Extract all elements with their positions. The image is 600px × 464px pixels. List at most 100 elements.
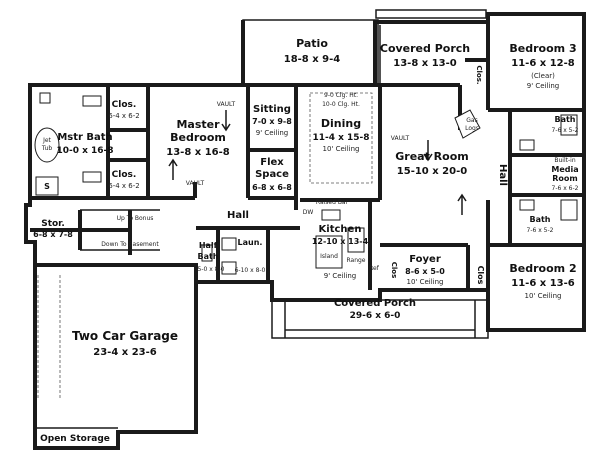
dining-note: 10' Ceiling <box>323 145 360 153</box>
garage-size: 23-4 x 23-6 <box>93 347 157 358</box>
front-porch-name: Covered Porch <box>334 298 416 309</box>
garage-name: Two Car Garage <box>72 329 178 343</box>
jet-tub-name2: Tub <box>41 145 53 152</box>
fireplace-icon <box>454 109 481 139</box>
front-porch <box>271 9 489 339</box>
clos-m1-size: 6-4 x 6-2 <box>108 112 139 120</box>
rear-porch-size: 13-8 x 13-0 <box>393 58 457 69</box>
range-icon <box>347 227 365 253</box>
kitchen-name: Kitchen <box>319 224 362 235</box>
master-size: 13-8 x 16-8 <box>166 147 230 158</box>
foyer-name: Foyer <box>409 254 441 265</box>
master-vault: VAULT <box>217 101 236 108</box>
toilet-icon <box>201 244 213 262</box>
dining-clg2: 10-0 Clg. Ht. <box>322 101 360 108</box>
ref-label: Ref <box>369 265 380 272</box>
foyer-size: 8-6 x 5-0 <box>405 267 445 276</box>
jet-tub-icon <box>34 127 60 163</box>
toilet-icon <box>39 92 51 104</box>
foyer-note: 10' Ceiling <box>407 278 444 286</box>
rear-porch-name: Covered Porch <box>380 42 470 55</box>
sitting-note: 9' Ceiling <box>256 129 289 137</box>
raised-bar-label: Raised Bar <box>316 199 349 206</box>
media-size: 7-6 x 6-2 <box>552 185 579 192</box>
clos-m1-name: Clos. <box>112 100 137 110</box>
sink-icon <box>560 114 578 136</box>
clos-m2-name: Clos. <box>112 170 137 180</box>
gas-logs-name: Gas <box>466 117 477 124</box>
front-porch-size: 29-6 x 6-0 <box>350 311 401 321</box>
dining-name: Dining <box>321 117 361 130</box>
clos-b3-name: Clos. <box>475 65 483 84</box>
dining-clg1: 9-0 Clg. Ht. <box>324 92 358 99</box>
half-bath-size: 5-0 x 8-0 <box>198 266 225 273</box>
sink-icon <box>82 95 102 107</box>
bedroom2-name: Bedroom 2 <box>509 262 576 275</box>
patio-outline <box>242 19 379 86</box>
bath-b2-name: Bath <box>529 215 550 224</box>
jet-tub-name: Jet <box>42 137 51 144</box>
flex-name2: Space <box>255 169 289 180</box>
great-size: 15-10 x 20-0 <box>397 166 467 177</box>
flex-size: 6-8 x 6-8 <box>252 183 292 192</box>
bedroom2-note: 10' Ceiling <box>525 292 562 300</box>
island-icon <box>315 235 343 269</box>
bedroom3-name: Bedroom 3 <box>509 42 576 55</box>
great-name: Great Room <box>395 150 468 163</box>
kitchen-note: 9' Ceiling <box>324 272 357 280</box>
shower-label: S <box>44 182 50 191</box>
half-bath-name: Half <box>199 241 218 250</box>
open-storage-name: Open Storage <box>40 434 110 444</box>
interior-walls <box>30 22 584 290</box>
hall-main-name: Hall <box>227 210 249 221</box>
bedroom3-note2: 9' Ceiling <box>527 82 560 90</box>
patio-size: 18-8 x 9-4 <box>284 54 341 65</box>
bath-b3-size: 7-6 x 5-2 <box>552 127 579 134</box>
bath-b3-name: Bath <box>554 115 575 124</box>
kitchen-size: 12-10 x 13-4 <box>312 237 369 246</box>
media-note: Built-in <box>554 157 575 164</box>
dining-size: 11-4 x 15-8 <box>312 133 369 143</box>
laun-name: Laun. <box>238 238 263 247</box>
master-name: Master <box>176 118 220 131</box>
stor-size: 6-8 x 7-8 <box>33 230 73 239</box>
half-bath-name2: Bath <box>197 252 218 261</box>
sink-icon <box>560 199 578 221</box>
master-vault2: VAULT <box>186 180 205 187</box>
sitting-name: Sitting <box>253 104 291 115</box>
sitting-size: 7-0 x 9-8 <box>252 117 292 126</box>
laun-size: 6-10 x 8-0 <box>235 267 266 274</box>
garage-door <box>37 275 61 400</box>
mstr-bath-name: Mstr Bath <box>57 132 112 143</box>
bedroom3-note1: (Clear) <box>531 72 555 80</box>
kitchen-sink-icon <box>321 209 341 221</box>
gas-logs-name2: Logs <box>465 125 479 132</box>
flex-name: Flex <box>260 157 284 168</box>
range-label: Range <box>346 257 365 264</box>
bedroom3-size: 11-6 x 12-8 <box>511 58 575 69</box>
dw-label: DW <box>303 209 314 216</box>
hall-right-name: Hall <box>497 164 508 186</box>
media-name2: Room <box>552 174 578 183</box>
vault-arrows <box>168 110 467 215</box>
dining-ceiling-outline <box>309 92 373 184</box>
up-bonus-label: Up To Bonus <box>117 215 154 222</box>
bath-fixtures <box>34 92 578 275</box>
dryer-icon <box>221 261 237 275</box>
stor-name: Stor. <box>41 219 65 229</box>
media-name: Media <box>551 165 578 174</box>
island-label: Island <box>320 253 338 260</box>
clos-m2-size: 6-4 x 6-2 <box>108 182 139 190</box>
bedroom2-size: 11-6 x 13-6 <box>511 278 575 289</box>
patio-name: Patio <box>296 37 328 50</box>
clos-foyer-name: Clos <box>390 262 398 279</box>
down-basement-label: Down To Basement <box>101 241 159 248</box>
toilet-icon <box>519 139 535 151</box>
great-vault: VAULT <box>391 135 410 142</box>
clos-b2-name: Clos <box>476 266 485 285</box>
sink-icon <box>82 171 102 183</box>
mstr-bath-size: 10-0 x 16-8 <box>56 146 113 156</box>
washer-icon <box>221 237 237 251</box>
